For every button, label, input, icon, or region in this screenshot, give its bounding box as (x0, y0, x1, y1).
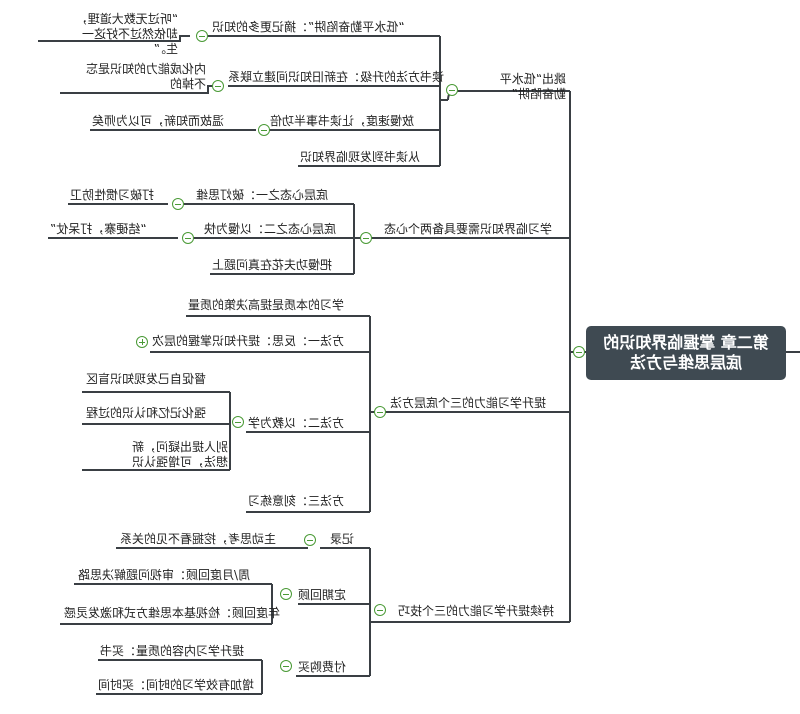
b1-child-4-label[interactable]: 从读书到发现临界知识 (300, 150, 421, 164)
collapse-toggle-root[interactable] (573, 346, 585, 358)
b3-child-4-label[interactable]: 方法三：刻意练习 (248, 494, 345, 508)
b4-sub3-2-label[interactable]: 增加有效学习的时间：买时间 (98, 678, 255, 692)
b1-leaf-1-label[interactable]: “听过无数大道理，却依然过不好这一生。” (75, 12, 178, 56)
connector-branch-1-trunk (439, 36, 448, 166)
b2-leaf-2-label[interactable]: “结硬寨，打呆仗” (50, 222, 147, 236)
collapse-toggle-b4-child-2[interactable] (280, 588, 292, 600)
collapse-toggle-b1-child-2[interactable] (212, 80, 224, 92)
b3-sub-2-label[interactable]: 强化记忆和认识的过程 (86, 406, 207, 420)
b3-sub-3-label[interactable]: 别人提出疑问，新想法，可增强认识 (131, 440, 228, 469)
branch-2-label[interactable]: 学习临界知识需要具备两个心态 (384, 222, 553, 236)
collapse-toggle-b2-child-2[interactable] (182, 232, 194, 244)
b4-child-2-label[interactable]: 定期回顾 (298, 588, 347, 602)
b3-child-2-label[interactable]: 方法一：反思：提升知识掌握的层次 (152, 334, 345, 348)
b4-child-1-label[interactable]: 记录 (330, 532, 355, 546)
branch-3-label[interactable]: 提升学习能力的三个底层方法 (390, 396, 547, 410)
collapse-toggle-branch-1[interactable] (446, 84, 458, 96)
collapse-toggle-b3-child-3[interactable] (232, 416, 244, 428)
collapse-toggle-b1-child-3[interactable] (258, 124, 270, 136)
b1-leaf-2-label[interactable]: 内化成能力的知识是忘不掉的 (85, 62, 206, 91)
collapse-toggle-b1-child-1[interactable] (196, 30, 208, 42)
collapse-toggle-b2-child-1[interactable] (172, 198, 184, 210)
b4-sub3-1-label[interactable]: 提升学习内容的质量：买书 (100, 644, 245, 658)
b3-sub-1-label[interactable]: 督促自己发现知识盲区 (86, 372, 207, 386)
collapse-toggle-branch-2[interactable] (360, 232, 372, 244)
b2-child-3-label[interactable]: 把慢功夫花在真问题上 (212, 258, 333, 272)
b1-child-3-label[interactable]: 放慢速度，让读书事半功倍 (270, 114, 415, 128)
b4-leaf-1-label[interactable]: 主动思考，挖掘看不见的关系 (120, 532, 277, 546)
b1-child-1-label[interactable]: “低水平勤奋陷阱”：摘记更多的知识 (212, 20, 405, 34)
expand-toggle-b3-child-2[interactable] (136, 336, 148, 348)
b3-child-3-label[interactable]: 方法二：以教为学 (248, 416, 345, 430)
root-node-label: 第二章 掌握临界知识的底层思维与方法 (603, 333, 769, 372)
b1-leaf-3-label[interactable]: 温故而知新，可以为师矣 (92, 114, 225, 128)
connector-b1-leaf-1 (38, 35, 190, 42)
collapse-toggle-branch-4[interactable] (374, 604, 386, 616)
b2-child-1-label[interactable]: 底层心态之一：破灯思维 (196, 188, 329, 202)
b3-child-1-label[interactable]: 学习的本质是提高决策的质量 (188, 298, 345, 312)
b2-child-2-label[interactable]: 底层心态之二：以慢为快 (204, 222, 337, 236)
branch-1-label[interactable]: 跳出“低水平勤奋陷阱” (499, 72, 566, 101)
collapse-toggle-b4-child-3[interactable] (280, 660, 292, 672)
collapse-toggle-branch-3[interactable] (374, 406, 386, 418)
b2-leaf-1-label[interactable]: 打破习惯性防卫 (70, 188, 155, 202)
b4-sub2-1-label[interactable]: 周/月度回顾：审视问题解决思路 (78, 568, 251, 582)
collapse-toggle-b4-child-1[interactable] (304, 534, 316, 546)
b4-child-3-label[interactable]: 付费购买 (298, 660, 347, 674)
b4-sub2-2-label[interactable]: 年度回顾：检视基本思维方式和激发灵感 (64, 606, 281, 620)
b1-child-2-label[interactable]: 读书方法的升级：在新旧知识间建立联系 (228, 70, 445, 84)
branch-4-label[interactable]: 持续提升学习能力的三个技巧 (398, 604, 555, 618)
root-node[interactable] (586, 326, 786, 380)
